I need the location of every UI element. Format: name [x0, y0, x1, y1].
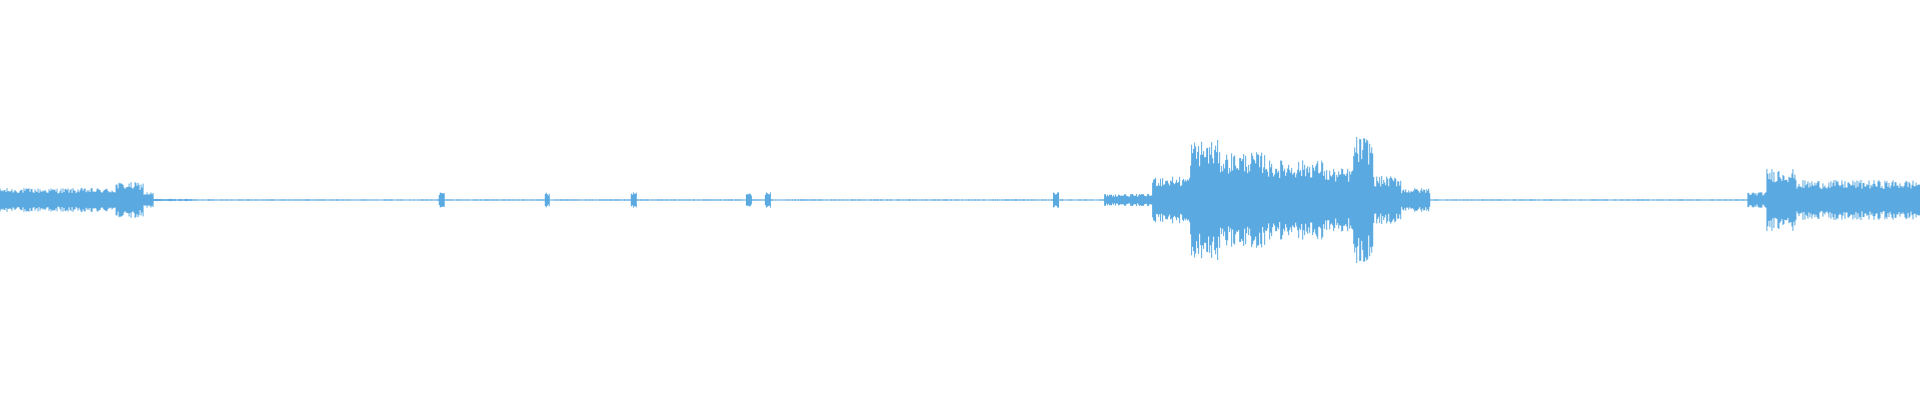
waveform-path	[0, 137, 1920, 263]
